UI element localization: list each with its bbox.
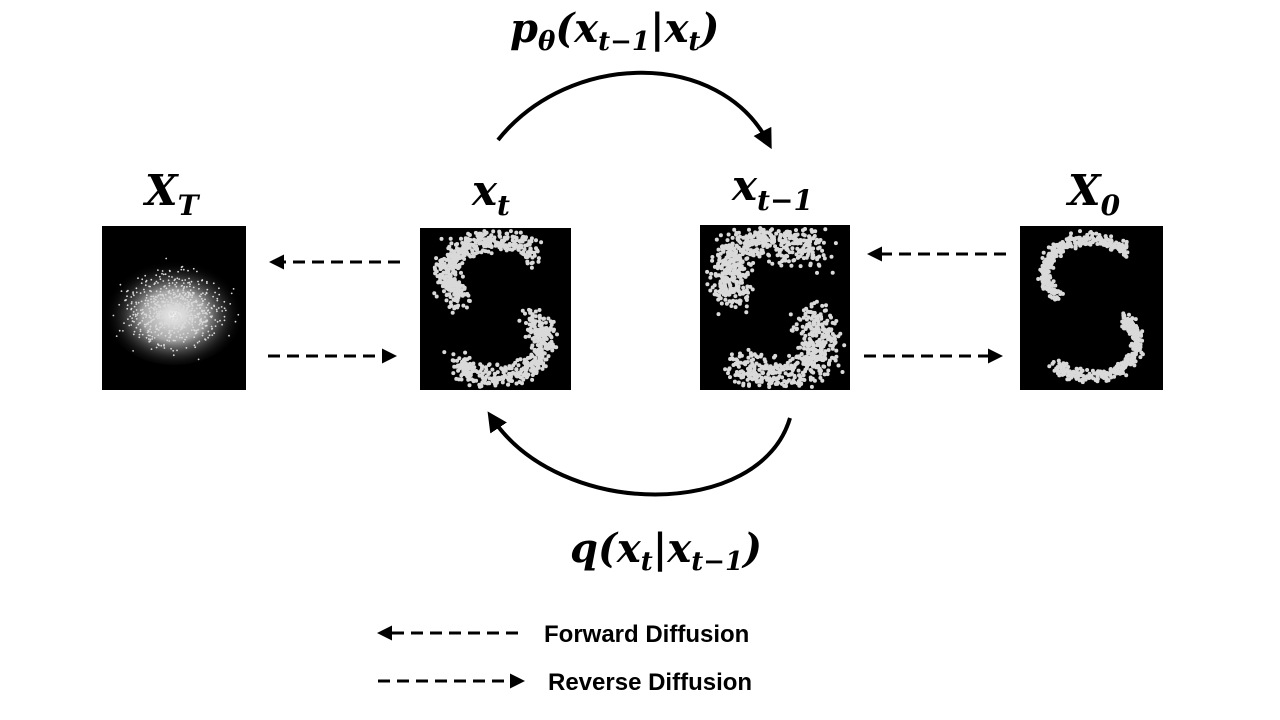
reverse-transition-label: pθ(xt−1|xt) [510,5,719,57]
panel-xT [102,226,246,390]
state-label-xT: XT [142,166,201,222]
state-label-x0: X0 [1065,166,1121,222]
legend-forward-label: Forward Diffusion [544,621,749,648]
panel-x0 [1020,226,1163,390]
reverse-process-curve-arrow [496,70,772,150]
forward-transition-label: q(xt|xt−1) [570,525,762,577]
panel-xt [420,228,571,390]
forward-process-curve-arrow [487,411,792,497]
panel-xt-minus-1 [700,225,850,390]
state-label-xt-minus-1: xt−1 [731,161,813,217]
state-label-xt: xt [471,166,510,222]
legend-reverse-label: Reverse Diffusion [548,669,752,696]
legend: Forward Diffusion Reverse Diffusion [377,621,752,696]
